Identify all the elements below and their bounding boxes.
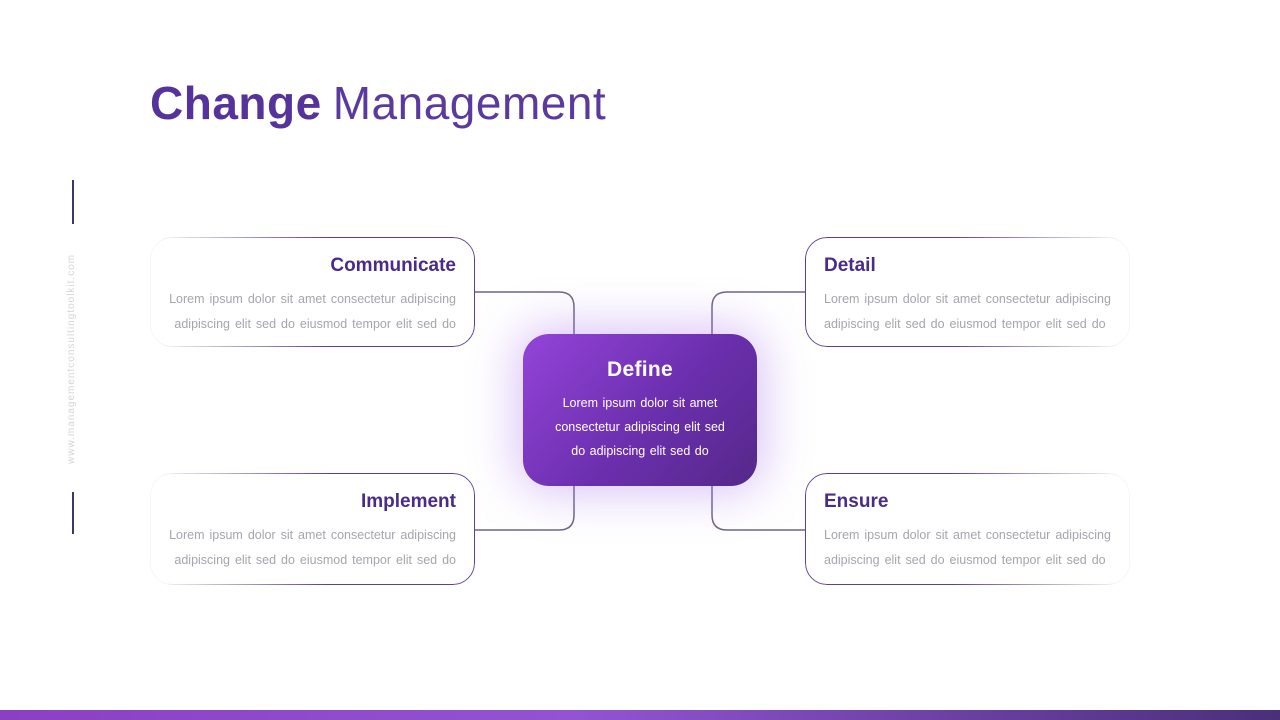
card-communicate-body-line: Lorem ipsum dolor sit amet consectetur a… (169, 292, 456, 306)
page-title-bold: Change (150, 77, 322, 129)
page-title-regular: Management (332, 77, 607, 129)
card-ensure-body-line: Lorem ipsum dolor sit amet consectetur a… (824, 528, 1111, 542)
watermark-line-bottom (72, 492, 74, 534)
card-implement: Implement Lorem ipsum dolor sit amet con… (150, 473, 475, 585)
define-body-line: Lorem ipsum dolor sit amet (562, 396, 718, 410)
card-detail-title: Detail (824, 255, 876, 276)
watermark-line-top (72, 180, 74, 224)
connector-ensure (711, 484, 805, 531)
connector-implement (475, 484, 575, 531)
card-detail-body-line: Lorem ipsum dolor sit amet consectetur a… (824, 292, 1111, 306)
connector-communicate (475, 291, 575, 336)
card-detail: Detail Lorem ipsum dolor sit amet consec… (805, 237, 1130, 347)
define-body-line: consectetur adipiscing elit sed (555, 420, 725, 434)
define-body-line: do adipiscing elit sed do (571, 444, 709, 458)
card-ensure: Ensure Lorem ipsum dolor sit amet consec… (805, 473, 1130, 585)
card-communicate: Communicate Lorem ipsum dolor sit amet c… (150, 237, 475, 347)
define-title: Define (607, 358, 673, 381)
watermark-text: www.managementconsultingtoolkit.com (66, 253, 77, 465)
card-communicate-title: Communicate (330, 255, 456, 276)
card-implement-title: Implement (360, 491, 456, 512)
card-detail-body-line: adipiscing elit sed do eiusmod tempor el… (824, 316, 1106, 331)
card-ensure-body-line: adipiscing elit sed do eiusmod tempor el… (824, 552, 1106, 567)
connector-detail (711, 291, 805, 336)
bottom-accent-bar (0, 710, 1280, 720)
card-implement-body-line: Lorem ipsum dolor sit amet consectetur a… (169, 528, 456, 542)
card-communicate-body-line: adipiscing elit sed do eiusmod tempor el… (174, 316, 456, 331)
card-ensure-title: Ensure (824, 491, 889, 512)
card-implement-body-line: adipiscing elit sed do eiusmod tempor el… (174, 552, 456, 567)
define-box: Define Lorem ipsum dolor sit amet consec… (523, 334, 757, 486)
